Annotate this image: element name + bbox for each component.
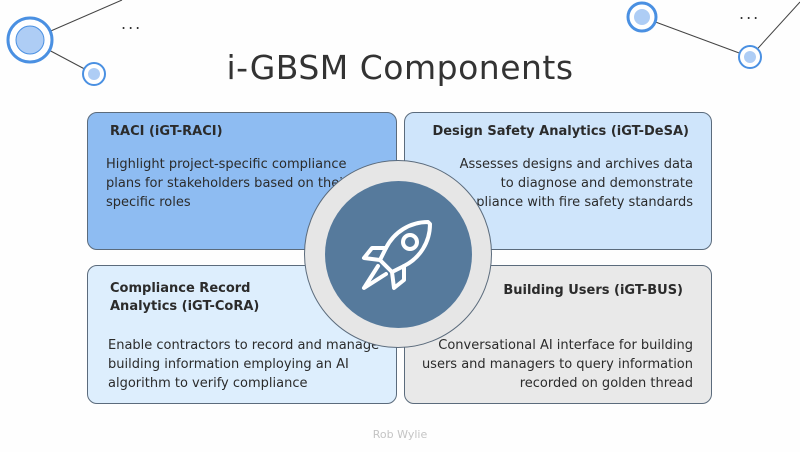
card-body: Highlight project-specific compliance pl… — [106, 157, 349, 210]
center-core — [325, 181, 472, 328]
card-body: Conversational AI interface for building… — [421, 338, 693, 391]
card-title: Compliance Record Analytics (iGT-CoRA) — [110, 281, 260, 314]
rocket-icon — [362, 220, 432, 290]
card-body: Assesses designs and archives data to di… — [448, 157, 694, 210]
footer-author: Rob Wylie — [372, 428, 428, 441]
card-body: Enable contractors to record and manage … — [108, 338, 380, 391]
card-title: Building Users (iGT-BUS) — [503, 283, 683, 298]
card-title: RACI (iGT-RACI) — [110, 124, 223, 139]
page-title: i-GBSM Components — [226, 48, 574, 87]
ellipsis-right: ... — [739, 4, 761, 23]
ellipsis-left: ... — [121, 14, 143, 33]
card-title: Design Safety Analytics (iGT-DeSA) — [432, 124, 689, 139]
